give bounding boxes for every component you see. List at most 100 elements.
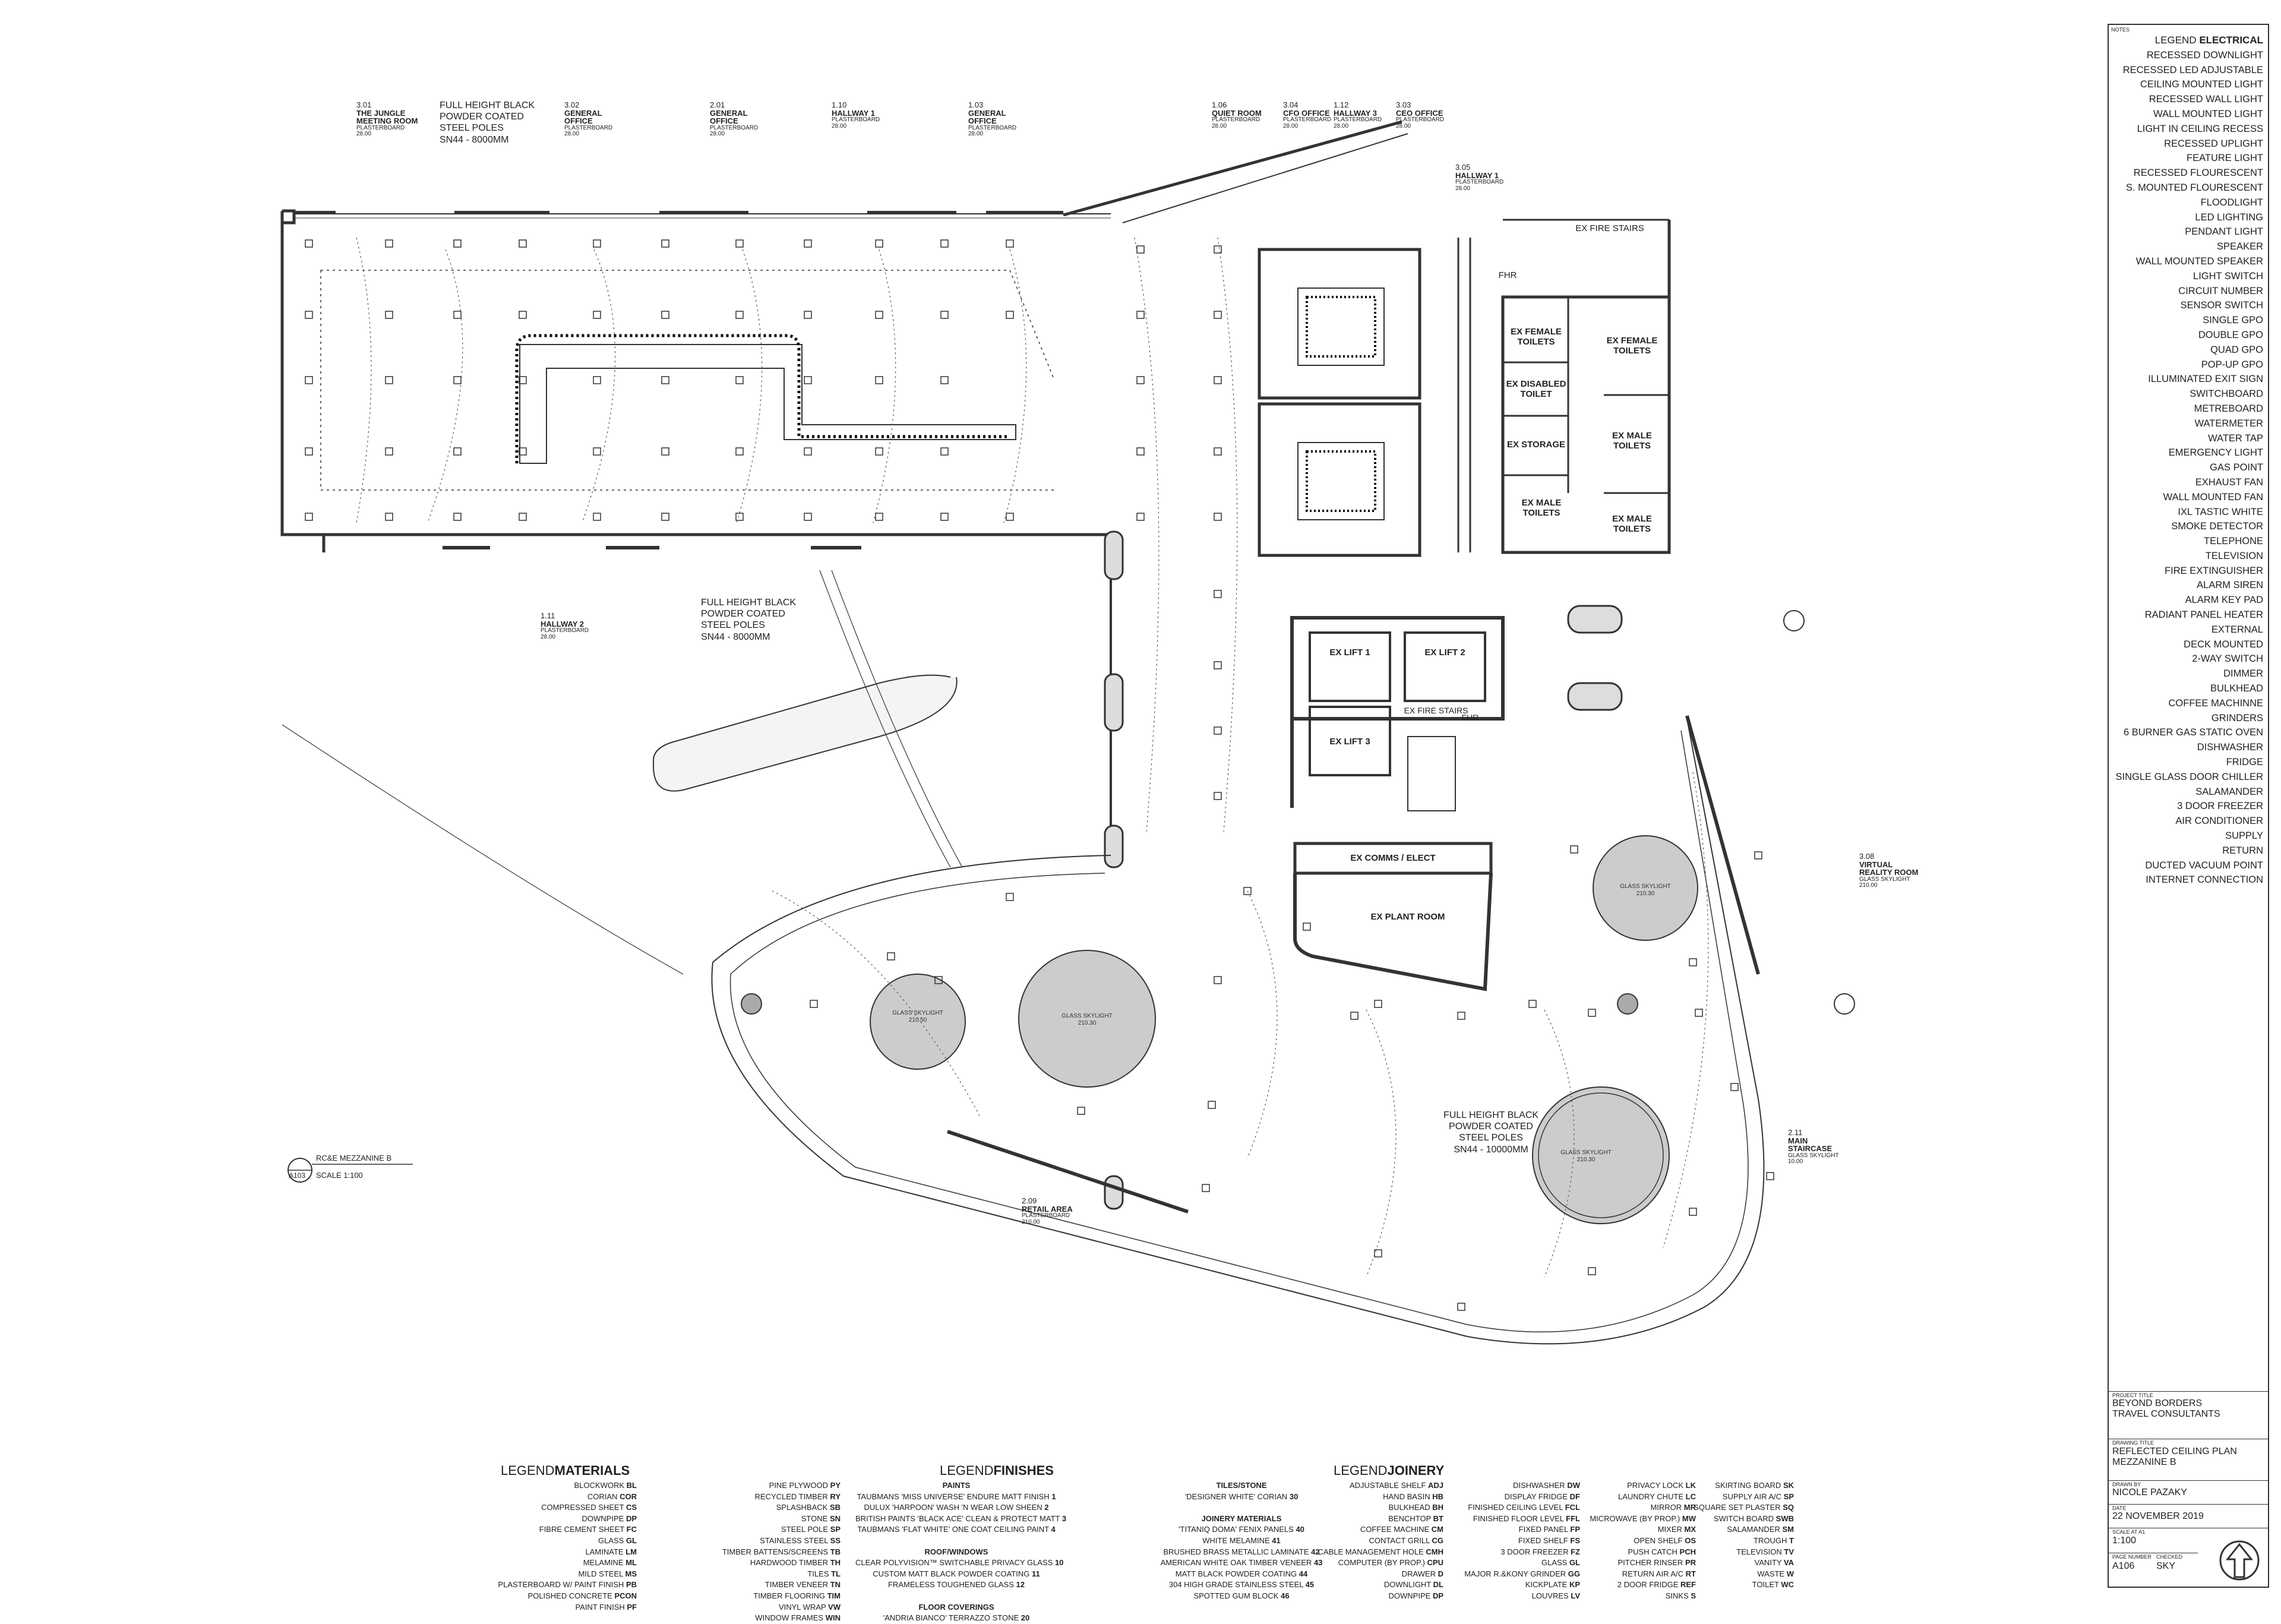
legend-electrical-item: TELEVISION (2205, 550, 2263, 561)
legend-row: LAUNDRY CHUTE LC (1590, 1492, 1696, 1503)
legend-item-code: RT (1685, 1569, 1696, 1578)
downlight-icon (940, 447, 949, 456)
legend-row: CABLE MANAGEMENT HOLE CMH (1318, 1547, 1443, 1558)
legend-item-code: KP (1569, 1580, 1580, 1590)
legend-item-code: LC (1685, 1492, 1696, 1501)
legend-item-name: COMPRESSED SHEET (541, 1503, 624, 1512)
room-tag-number: 2.01 (710, 100, 725, 109)
legend-electrical-item: SUPPLY (2225, 830, 2263, 842)
legend-row: PLASTERBOARD W/ PAINT FINISH PB (498, 1579, 637, 1591)
room-tag-material: PLASTERBOARD (1396, 116, 1445, 124)
downlight-icon (1214, 447, 1222, 456)
legend-electrical-item: DIMMER (2223, 668, 2263, 680)
legend-item-code: SWB (1775, 1514, 1794, 1523)
view-ref-sheet: A103 (289, 1171, 306, 1180)
legend-item-name: TAUBMANS 'MISS UNIVERSE' ENDURE MATT FIN… (857, 1492, 1050, 1501)
legend-item-name: FIXED SHELF (1518, 1535, 1568, 1545)
legend-row: 'ANDRIA BIANCO' TERRAZZO STONE 20 (855, 1613, 1057, 1624)
legend-item-name: HAND BASIN (1383, 1492, 1430, 1501)
legend-row: OPEN SHELF OS (1590, 1535, 1696, 1547)
drawn-by-label: DRAWN BY (2112, 1481, 2141, 1487)
room-tag-name: QUIET ROOM (1212, 108, 1262, 118)
legend-electrical-item: POP-UP GPO (2201, 359, 2263, 370)
downlight-icon (519, 513, 527, 521)
legend-item-code: GG (1568, 1569, 1580, 1578)
legend-item-code: LK (1685, 1481, 1696, 1490)
legend-row: 304 HIGH GRADE STAINLESS STEEL 45 (1152, 1579, 1331, 1591)
downlight-icon (735, 239, 744, 248)
legend-row: PAINT FINISH PF (498, 1602, 637, 1613)
legend-row: ADJUSTABLE SHELF ADJ (1318, 1480, 1443, 1492)
checked: SKY (2156, 1561, 2176, 1571)
downlight-icon (1136, 311, 1145, 319)
legend-item-code: FP (1570, 1525, 1580, 1534)
room-tag-height: 210.00 (1022, 1218, 1040, 1225)
note-line: FULL HEIGHT BLACK (1443, 1110, 1539, 1120)
legend-item-name: 3 DOOR FREEZER (1500, 1547, 1569, 1556)
downlight-icon (305, 239, 313, 248)
room-tag-number: 3.01 (356, 100, 372, 109)
legend-row: DOWNPIPE DP (1318, 1591, 1443, 1602)
downlight-icon (453, 311, 462, 319)
legend-item-name: 'ANDRIA BIANCO' TERRAZZO STONE (883, 1613, 1019, 1623)
legend-item-code: FCL (1565, 1503, 1580, 1512)
note-line: POWDER COATED (1449, 1121, 1533, 1132)
downlight-icon (305, 447, 313, 456)
legend-item-name: DOWNPIPE (582, 1514, 624, 1523)
date: 22 NOVEMBER 2019 (2112, 1511, 2204, 1521)
legend-spacer (1152, 1502, 1331, 1514)
room-tag-material: PLASTERBOARD (564, 124, 613, 131)
downlight-icon (661, 376, 669, 384)
legend-electrical-item: EXHAUST FAN (2195, 476, 2263, 488)
legend-electrical-item: BULKHEAD (2210, 683, 2263, 694)
legend-materials-title: LEGENDMATERIALS (501, 1463, 630, 1478)
downlight-icon (1214, 590, 1222, 598)
legend-finishes-title: LEGENDFINISHES (940, 1463, 1054, 1478)
legend-item-name: STAINLESS STEEL (760, 1535, 829, 1545)
downlight-icon (804, 513, 812, 521)
legend-row: 2 DOOR FRIDGE REF (1590, 1579, 1696, 1591)
downlight-icon (1214, 245, 1222, 254)
room-tag-number: 3.05 (1455, 163, 1471, 172)
downlight-icon (1214, 376, 1222, 384)
legend-item-code: SP (1783, 1492, 1794, 1501)
legend-section-heading: JOINERY MATERIALS (1201, 1514, 1282, 1523)
legend-item-name: FIXED PANEL (1518, 1525, 1568, 1534)
legend-row: LAMINATE LM (498, 1547, 637, 1558)
legend-item-name: SINKS (1665, 1591, 1689, 1600)
downlight-icon (1202, 1184, 1210, 1192)
legend-item-code: 43 (1313, 1558, 1323, 1568)
legend-item-code: T (1789, 1535, 1794, 1545)
legend-item-code: CM (1431, 1525, 1443, 1534)
legend-item-name: DISPLAY FRIDGE (1504, 1492, 1568, 1501)
legend-electrical-item: CEILING MOUNTED LIGHT (2140, 79, 2263, 90)
legend-electrical-item: RETURN (2222, 845, 2263, 856)
legend-electrical-item: TELEPHONE (2204, 536, 2263, 547)
legend-item-code: RY (830, 1492, 841, 1501)
legend-item-name: LAUNDRY CHUTE (1617, 1492, 1684, 1501)
legend-row: SWITCH BOARD SWB (1694, 1514, 1794, 1525)
legend-row: COMPRESSED SHEET CS (498, 1502, 637, 1514)
room-tag-number: 1.03 (968, 100, 984, 109)
downlight-icon (804, 376, 812, 384)
legend-row: BRITISH PAINTS 'BLACK ACE' CLEAN & PROTE… (855, 1514, 1066, 1525)
legend-electrical-item: INTERNET CONNECTION (2146, 874, 2263, 886)
legend-item-name: MELAMINE (583, 1558, 624, 1568)
legend-item-name: TIMBER BATTENS/SCREENS (722, 1547, 829, 1556)
drawing-title-label: DRAWING TITLE (2112, 1440, 2154, 1446)
legend-item-name: MAJOR R.&KONY GRINDER (1464, 1569, 1566, 1578)
legend-item-code: PCON (614, 1591, 637, 1600)
legend-row: MIXER MX (1590, 1524, 1696, 1535)
downlight-icon (661, 513, 669, 521)
legend-item-name: DOWNPIPE (1388, 1591, 1431, 1600)
legend-item-name: TIMBER VENEER (764, 1580, 829, 1590)
legend-item-name: COFFEE MACHINE (1360, 1525, 1430, 1534)
downlight-icon (1766, 1172, 1774, 1180)
downlight-icon (735, 376, 744, 384)
downlight-icon (940, 513, 949, 521)
legend-item-name: PINE PLYWOOD (769, 1481, 829, 1490)
